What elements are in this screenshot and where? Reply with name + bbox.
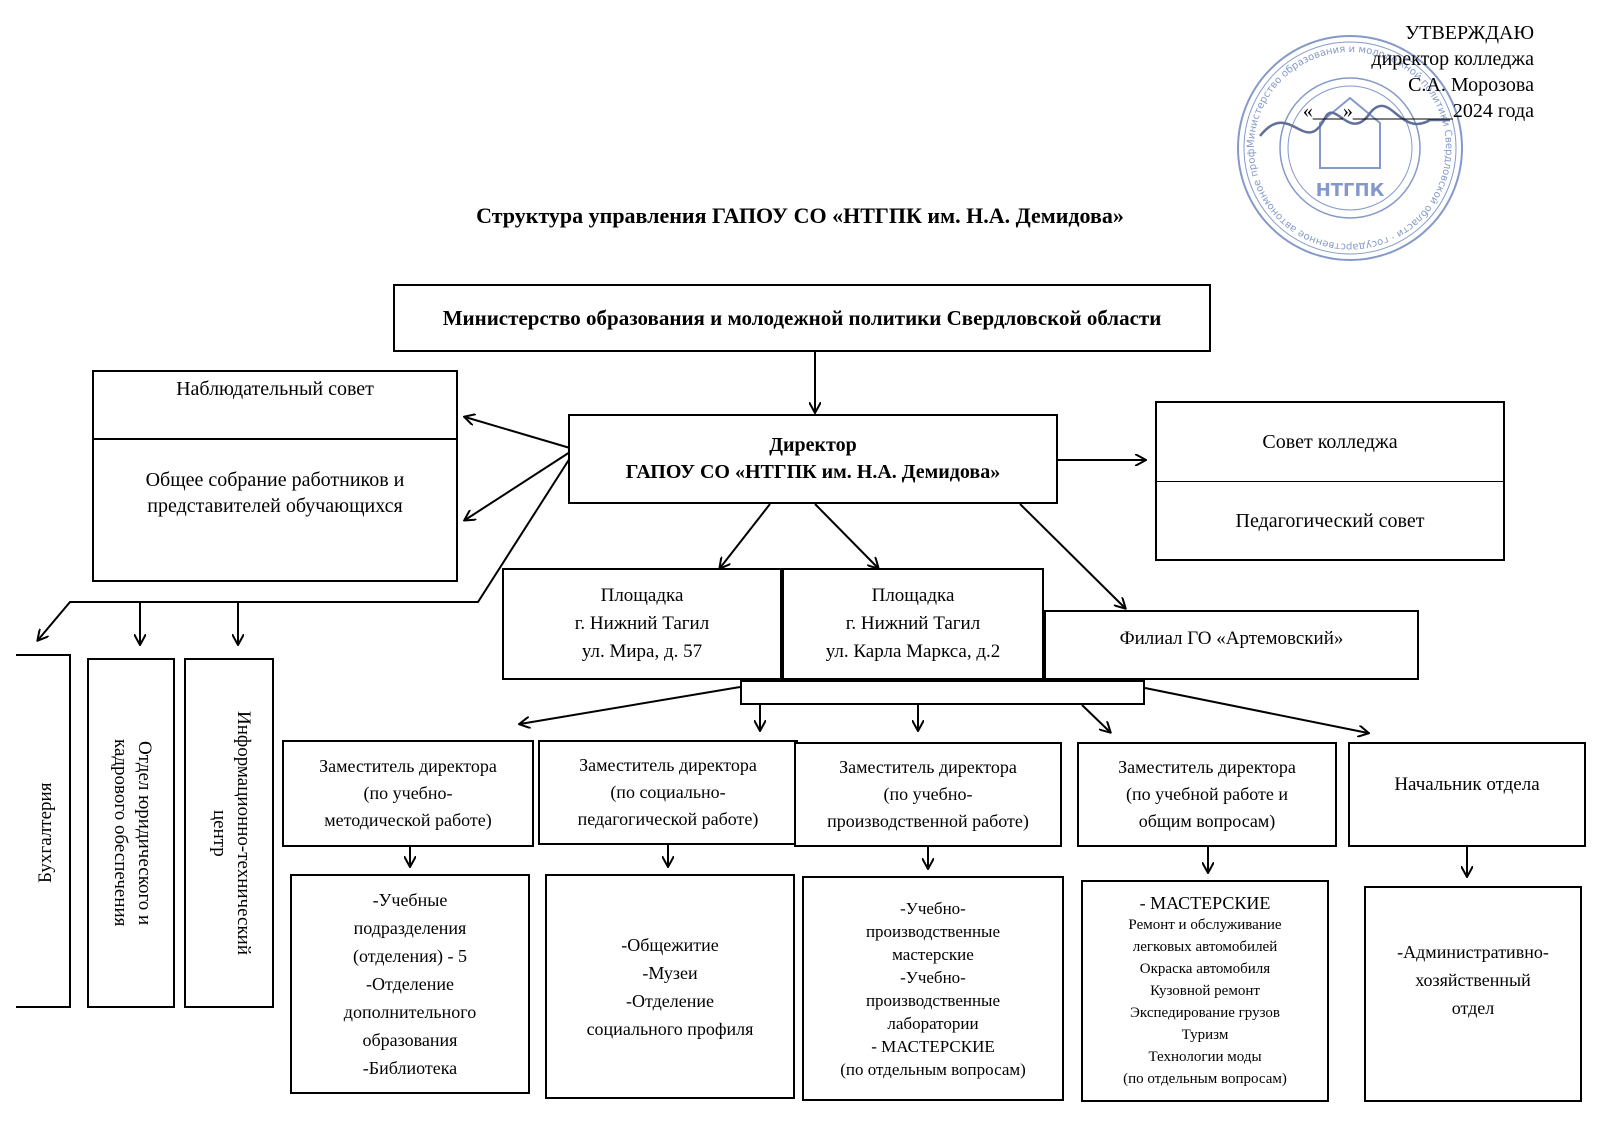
deputy-social-label: Заместитель директора (по социально- пед… [577,755,759,829]
site-marx-box: Площадка г. Нижний Тагил ул. Карла Маркс… [782,568,1044,680]
pedagogical-council-cell: Педагогический совет [1157,482,1503,560]
branch-label: Филиал ГО «Артемовский» [1119,628,1344,649]
units-admin-box: -Административно- хозяйственный отдел [1364,886,1582,1102]
pedagogical-council-label: Педагогический совет [1235,509,1425,532]
units-admin-label: -Административно- хозяйственный отдел [1397,942,1549,1018]
deputy-social-box: Заместитель директора (по социально- пед… [538,740,798,845]
units-workshops-box: - МАСТЕРСКИЕ Ремонт и обслуживание легко… [1081,880,1329,1102]
approval-name: С.А. Морозова [1408,74,1534,96]
deputy-production-box: Заместитель директора (по учебно- произв… [794,742,1062,847]
signature-stroke [1259,104,1450,137]
college-council-cell: Совет колледжа [1157,403,1503,482]
deputy-production-label: Заместитель директора (по учебно- произв… [827,757,1029,831]
legal-hr-box: Отдел юридического и кадрового обеспечен… [87,658,175,1008]
general-meeting-cell: Общее собрание работников и представител… [94,458,456,528]
department-head-label: Начальник отдела [1394,774,1540,795]
supervisory-board-cell: Наблюдательный совет [94,372,456,440]
approval-position: директор колледжа [1371,48,1534,70]
workshops-list: Ремонт и обслуживание легковых автомобил… [1123,917,1287,1087]
councils-box: Совет колледжа Педагогический совет [1155,401,1505,561]
workshops-heading: - МАСТЕРСКИЕ [1139,893,1271,913]
supervisory-board-label: Наблюдательный совет [176,378,374,400]
deputy-methodical-label: Заместитель директора (по учебно- методи… [319,756,497,830]
units-production-label: -Учебно- производственные мастерские -Уч… [840,898,1026,1079]
department-head-box: Начальник отдела [1348,742,1586,847]
page-title: Структура управления ГАПОУ СО «НТГПК им.… [476,203,1124,228]
general-meeting-label: Общее собрание работников и представител… [145,469,405,517]
deputy-general-label: Заместитель директора (по учебной работе… [1118,757,1296,831]
approval-date: «___»__________2024 года [1302,100,1534,122]
accounting-box: Бухгалтерия [16,654,71,1008]
site-marx-label: Площадка г. Нижний Тагил ул. Карла Маркс… [825,585,1001,662]
accounting-label: Бухгалтерия [35,782,56,884]
director-box: Директор ГАПОУ СО «НТГПК им. Н.А. Демидо… [568,414,1058,504]
units-social-label: -Общежитие -Музеи -Отделение социального… [586,934,754,1039]
units-methodical-label: -Учебные подразделения (отделения) - 5 -… [343,890,477,1078]
director-label: Директор ГАПОУ СО «НТГПК им. Н.А. Демидо… [625,434,1001,483]
college-council-label: Совет колледжа [1262,430,1398,453]
official-seal: Министерство образования и молодежной по… [1230,28,1463,261]
legal-hr-label: Отдел юридического и кадрового обеспечен… [110,739,155,927]
deputy-general-box: Заместитель директора (по учебной работе… [1077,742,1337,847]
branch-box: Филиал ГО «Артемовский» [1044,610,1419,680]
approval-heading: УТВЕРЖДАЮ [1405,22,1534,44]
distribution-bar [740,680,1145,705]
approval-block: УТВЕРЖДАЮ директор колледжа С.А. Морозов… [1303,20,1534,124]
units-methodical-box: -Учебные подразделения (отделения) - 5 -… [290,874,530,1094]
ministry-label: Министерство образования и молодежной по… [442,305,1162,330]
it-center-label: Информационно-технический центр [209,710,254,956]
site-mira-label: Площадка г. Нижний Тагил ул. Мира, д. 57 [574,585,710,662]
units-social-box: -Общежитие -Музеи -Отделение социального… [545,874,795,1099]
units-production-box: -Учебно- производственные мастерские -Уч… [802,876,1064,1101]
deputy-methodical-box: Заместитель директора (по учебно- методи… [282,740,534,847]
supervisory-group-box: Наблюдательный совет Общее собрание рабо… [92,370,458,582]
ministry-box: Министерство образования и молодежной по… [393,284,1211,352]
site-mira-box: Площадка г. Нижний Тагил ул. Мира, д. 57 [502,568,782,680]
seal-center-text: НТГПК [1316,180,1385,201]
it-center-box: Информационно-технический центр [184,658,274,1008]
